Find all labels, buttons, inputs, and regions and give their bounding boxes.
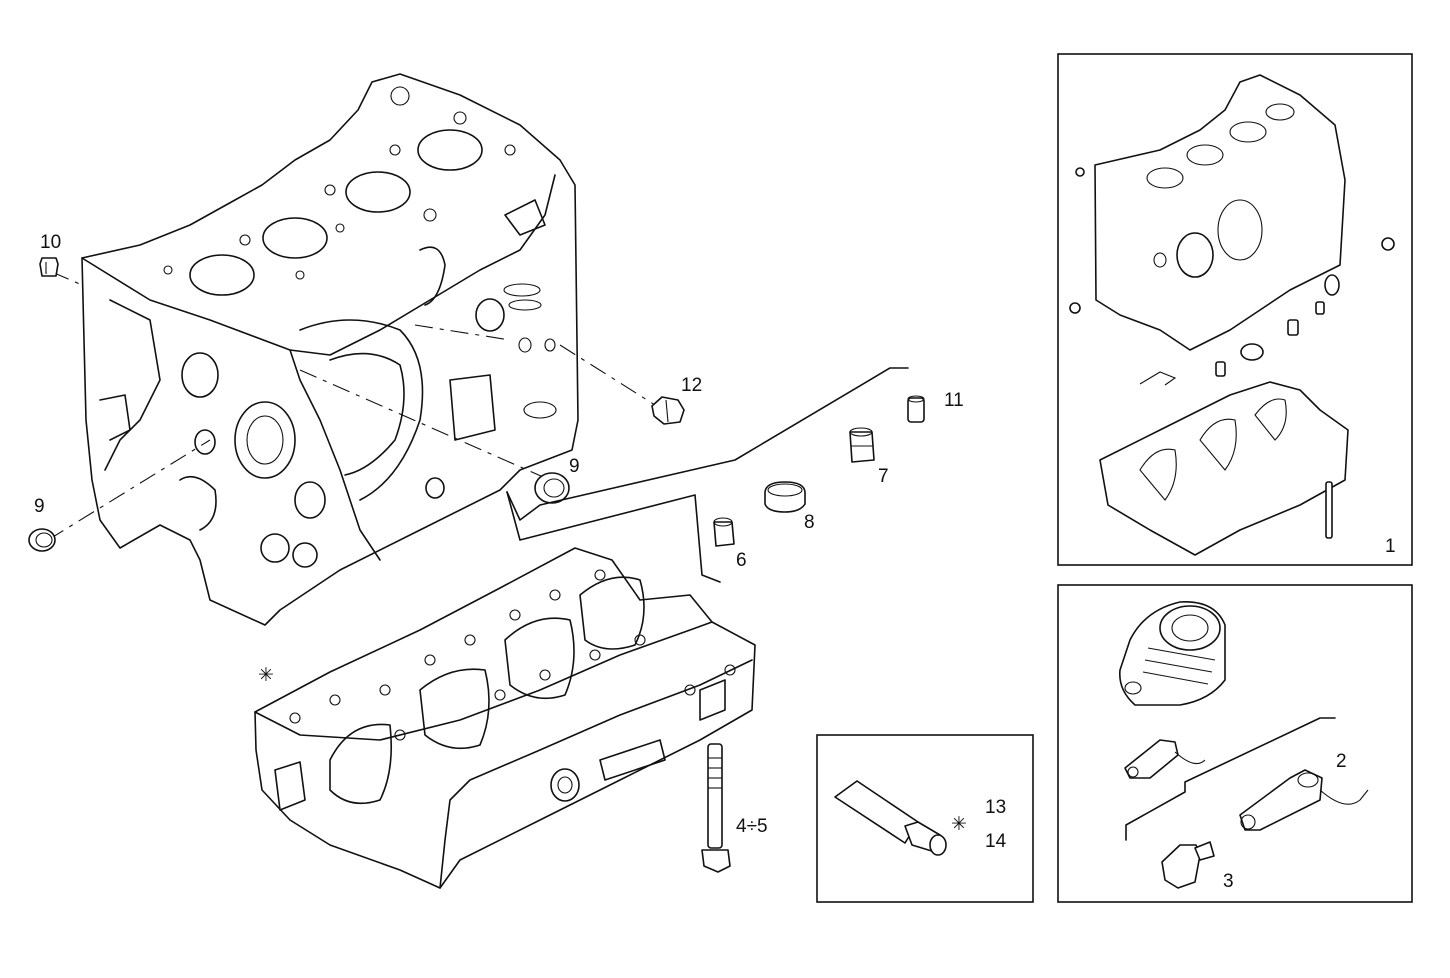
callout-1: 1	[1385, 536, 1396, 557]
leader-line	[506, 491, 721, 583]
sealant-kit-box	[816, 734, 1034, 903]
bolt-4-5	[701, 743, 731, 873]
seal-9-left	[28, 528, 56, 552]
callout-12: 12	[681, 375, 702, 396]
engine-block-lower	[254, 547, 756, 889]
assembly-box	[1057, 53, 1413, 566]
callout-10: 10	[40, 232, 61, 253]
bush-11	[907, 395, 925, 423]
asterisk-kit-marker: ✳	[951, 814, 967, 835]
callout-7: 7	[878, 466, 889, 487]
callout-9-right: 9	[569, 456, 580, 477]
axis-line	[47, 439, 211, 541]
callout-8: 8	[804, 512, 815, 533]
callout-9-left: 9	[34, 496, 45, 517]
bush-6	[713, 517, 735, 547]
callout-4-5: 4÷5	[736, 816, 768, 837]
callout-13: 13	[985, 797, 1006, 818]
oil-nozzle-2	[1239, 769, 1369, 831]
cylinder-liner-part	[1118, 601, 1226, 706]
callout-14: 14	[985, 831, 1007, 852]
bush-7	[849, 427, 875, 463]
plug-3	[1161, 841, 1215, 889]
plug-10	[39, 257, 59, 277]
axis-line	[299, 369, 551, 481]
sealant-tube-icon	[834, 780, 947, 856]
engine-block-upper	[81, 73, 579, 626]
ring-8	[764, 481, 806, 513]
assembly-thumbnail	[1069, 74, 1395, 556]
leader-line	[506, 367, 909, 521]
axis-line	[414, 324, 511, 341]
callout-2: 2	[1336, 751, 1347, 772]
callout-6: 6	[736, 550, 747, 571]
asterisk-block-marker: ✳	[258, 665, 274, 686]
oil-nozzle-small	[1124, 739, 1206, 779]
callout-11: 11	[944, 390, 964, 411]
leader-line	[1125, 717, 1336, 841]
oil-nozzle-box	[1057, 584, 1413, 903]
callout-3: 3	[1223, 871, 1234, 892]
seal-9-right	[534, 472, 570, 504]
plug-12	[651, 396, 685, 425]
